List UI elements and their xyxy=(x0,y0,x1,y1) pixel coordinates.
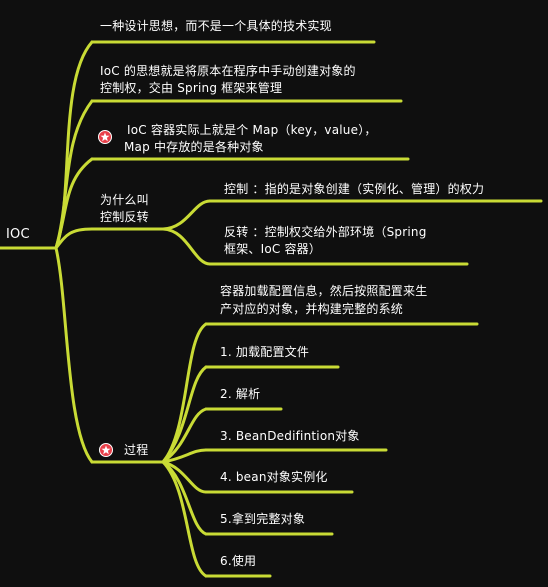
node-step5[interactable]: 5.拿到完整对象 xyxy=(220,512,306,526)
branch-step3 xyxy=(161,448,208,464)
node-why-line1[interactable]: 为什么叫 xyxy=(100,193,149,207)
node-step2[interactable]: 2. 解析 xyxy=(220,387,261,401)
node-why-line2[interactable]: 控制反转 xyxy=(100,210,149,224)
node-process-desc-line2[interactable]: 产对应的对象，并构建完整的系统 xyxy=(220,302,404,316)
branch-step6 xyxy=(161,460,208,578)
branch-inversion xyxy=(161,227,212,266)
branch-control xyxy=(161,199,212,231)
node-inversion-line2[interactable]: 框架、IoC 容器） xyxy=(224,242,322,256)
star-icon xyxy=(99,443,113,457)
node-step6[interactable]: 6.使用 xyxy=(220,554,257,568)
branch-step4 xyxy=(161,460,208,494)
node-idea[interactable]: 一种设计思想，而不是一个具体的技术实现 xyxy=(100,19,332,33)
node-ioc-def-line2[interactable]: 控制权，交由 Spring 框架来管理 xyxy=(100,81,283,95)
node-process-desc-line1[interactable]: 容器加载配置信息，然后按照配置来生 xyxy=(220,284,428,298)
branch-step1 xyxy=(161,365,208,464)
branch-why xyxy=(54,227,94,250)
branch-step5 xyxy=(161,460,208,536)
node-inversion-line1[interactable]: 反转 ：控制权交给外部环境（Spring xyxy=(224,225,427,239)
branch-step2 xyxy=(161,407,208,464)
branch-process-desc xyxy=(161,322,208,464)
node-process[interactable]: 过程 xyxy=(124,443,149,457)
root-node-ioc[interactable]: IOC xyxy=(6,227,30,242)
node-container-line2[interactable]: Map 中存放的是各种对象 xyxy=(124,140,264,154)
node-ioc-def-line1[interactable]: IoC 的思想就是将原本在程序中手动创建对象的 xyxy=(100,64,356,78)
star-icon xyxy=(98,130,112,144)
branch-container xyxy=(54,157,94,250)
node-control[interactable]: 控制 ：指的是对象创建（实例化、管理）的权力 xyxy=(224,182,485,196)
branch-process xyxy=(54,246,94,464)
node-step4[interactable]: 4. bean对象实例化 xyxy=(220,470,328,484)
node-container-line1[interactable]: IoC 容器实际上就是个 Map（key，value）， xyxy=(127,123,377,137)
node-step3[interactable]: 3. BeanDedifintion对象 xyxy=(220,429,360,443)
node-step1[interactable]: 1. 加载配置文件 xyxy=(220,345,310,359)
